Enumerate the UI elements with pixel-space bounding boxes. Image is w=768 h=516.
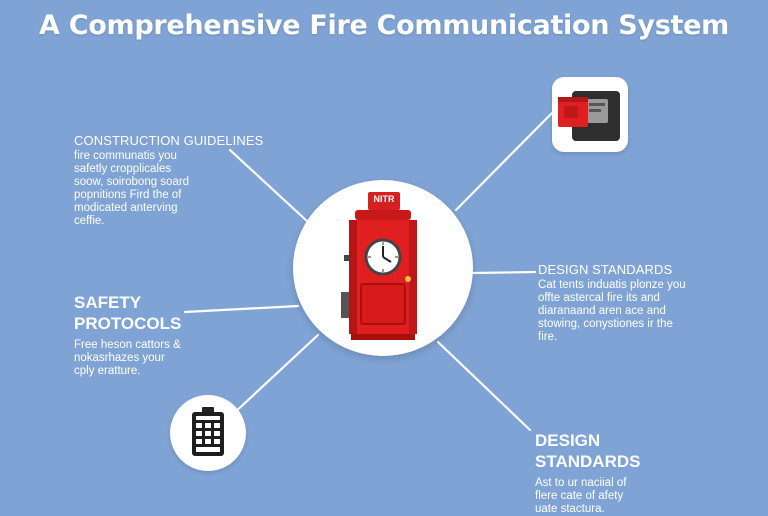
block-text-line: soow, soirobong soard	[74, 176, 190, 188]
block-heading: DESIGN STANDARDS	[535, 431, 641, 471]
info-block-design-standards: DESIGN STANDARDS Cat tents induatis plon…	[538, 262, 738, 344]
block-text-line: Ast to ur naciial of	[535, 477, 627, 489]
block-text-line: cply eratture.	[74, 365, 141, 377]
block-text-line: diaranaand aren ace and	[538, 305, 666, 317]
block-text-line: fire.	[538, 331, 558, 343]
central-hub: NITR	[293, 180, 473, 356]
connector-bottom-left	[230, 333, 320, 417]
block-text-line: offte astercal fire its and	[538, 292, 660, 304]
block-heading: CONSTRUCTION GUIDELINES	[74, 133, 264, 148]
fire-alarm-panel-tile	[552, 77, 628, 152]
keypad-control-panel-icon	[192, 407, 224, 456]
connector-top-left	[228, 148, 310, 224]
fire-alarm-box-icon	[341, 192, 417, 340]
info-block-safety-protocols: SAFETY PROTOCOLS Free heson cattors & no…	[74, 292, 194, 378]
info-block-design-standards-2: DESIGN STANDARDS Ast to ur naciial of fl…	[535, 430, 655, 516]
block-text-line: Cat tents induatis plonze you	[538, 279, 686, 291]
block-heading: DESIGN STANDARDS	[538, 262, 673, 277]
block-text-line: flere cate of afety	[535, 490, 624, 502]
block-text-line: modicated anterving	[74, 202, 178, 214]
block-heading: SAFETY PROTOCOLS	[74, 293, 182, 333]
block-text-line: ceffie.	[74, 215, 105, 227]
block-text-line: popnitions Fird the of	[74, 189, 182, 201]
hub-sign-text: NITR	[373, 194, 395, 204]
block-text-line: uate stactura.	[535, 503, 605, 515]
block-text-line: stowing, conystiones ir the	[538, 318, 673, 330]
connector-bottom-right	[436, 340, 532, 432]
block-text-line: nokasrhazes your	[74, 352, 165, 364]
block-text-line: safetly cropplicales	[74, 163, 172, 175]
page-title: A Comprehensive Fire Communication Syste…	[39, 10, 729, 41]
block-text-line: Free heson cattors &	[74, 339, 181, 351]
fire-alarm-panel-icon	[558, 91, 620, 141]
info-block-construction-guidelines: CONSTRUCTION GUIDELINES fire communatis …	[74, 133, 274, 228]
connector-top-right	[454, 110, 555, 212]
connector-right	[471, 270, 537, 275]
keypad-panel-tile	[170, 395, 246, 471]
connector-left	[183, 304, 300, 314]
block-text-line: fire communatis you	[74, 150, 177, 162]
